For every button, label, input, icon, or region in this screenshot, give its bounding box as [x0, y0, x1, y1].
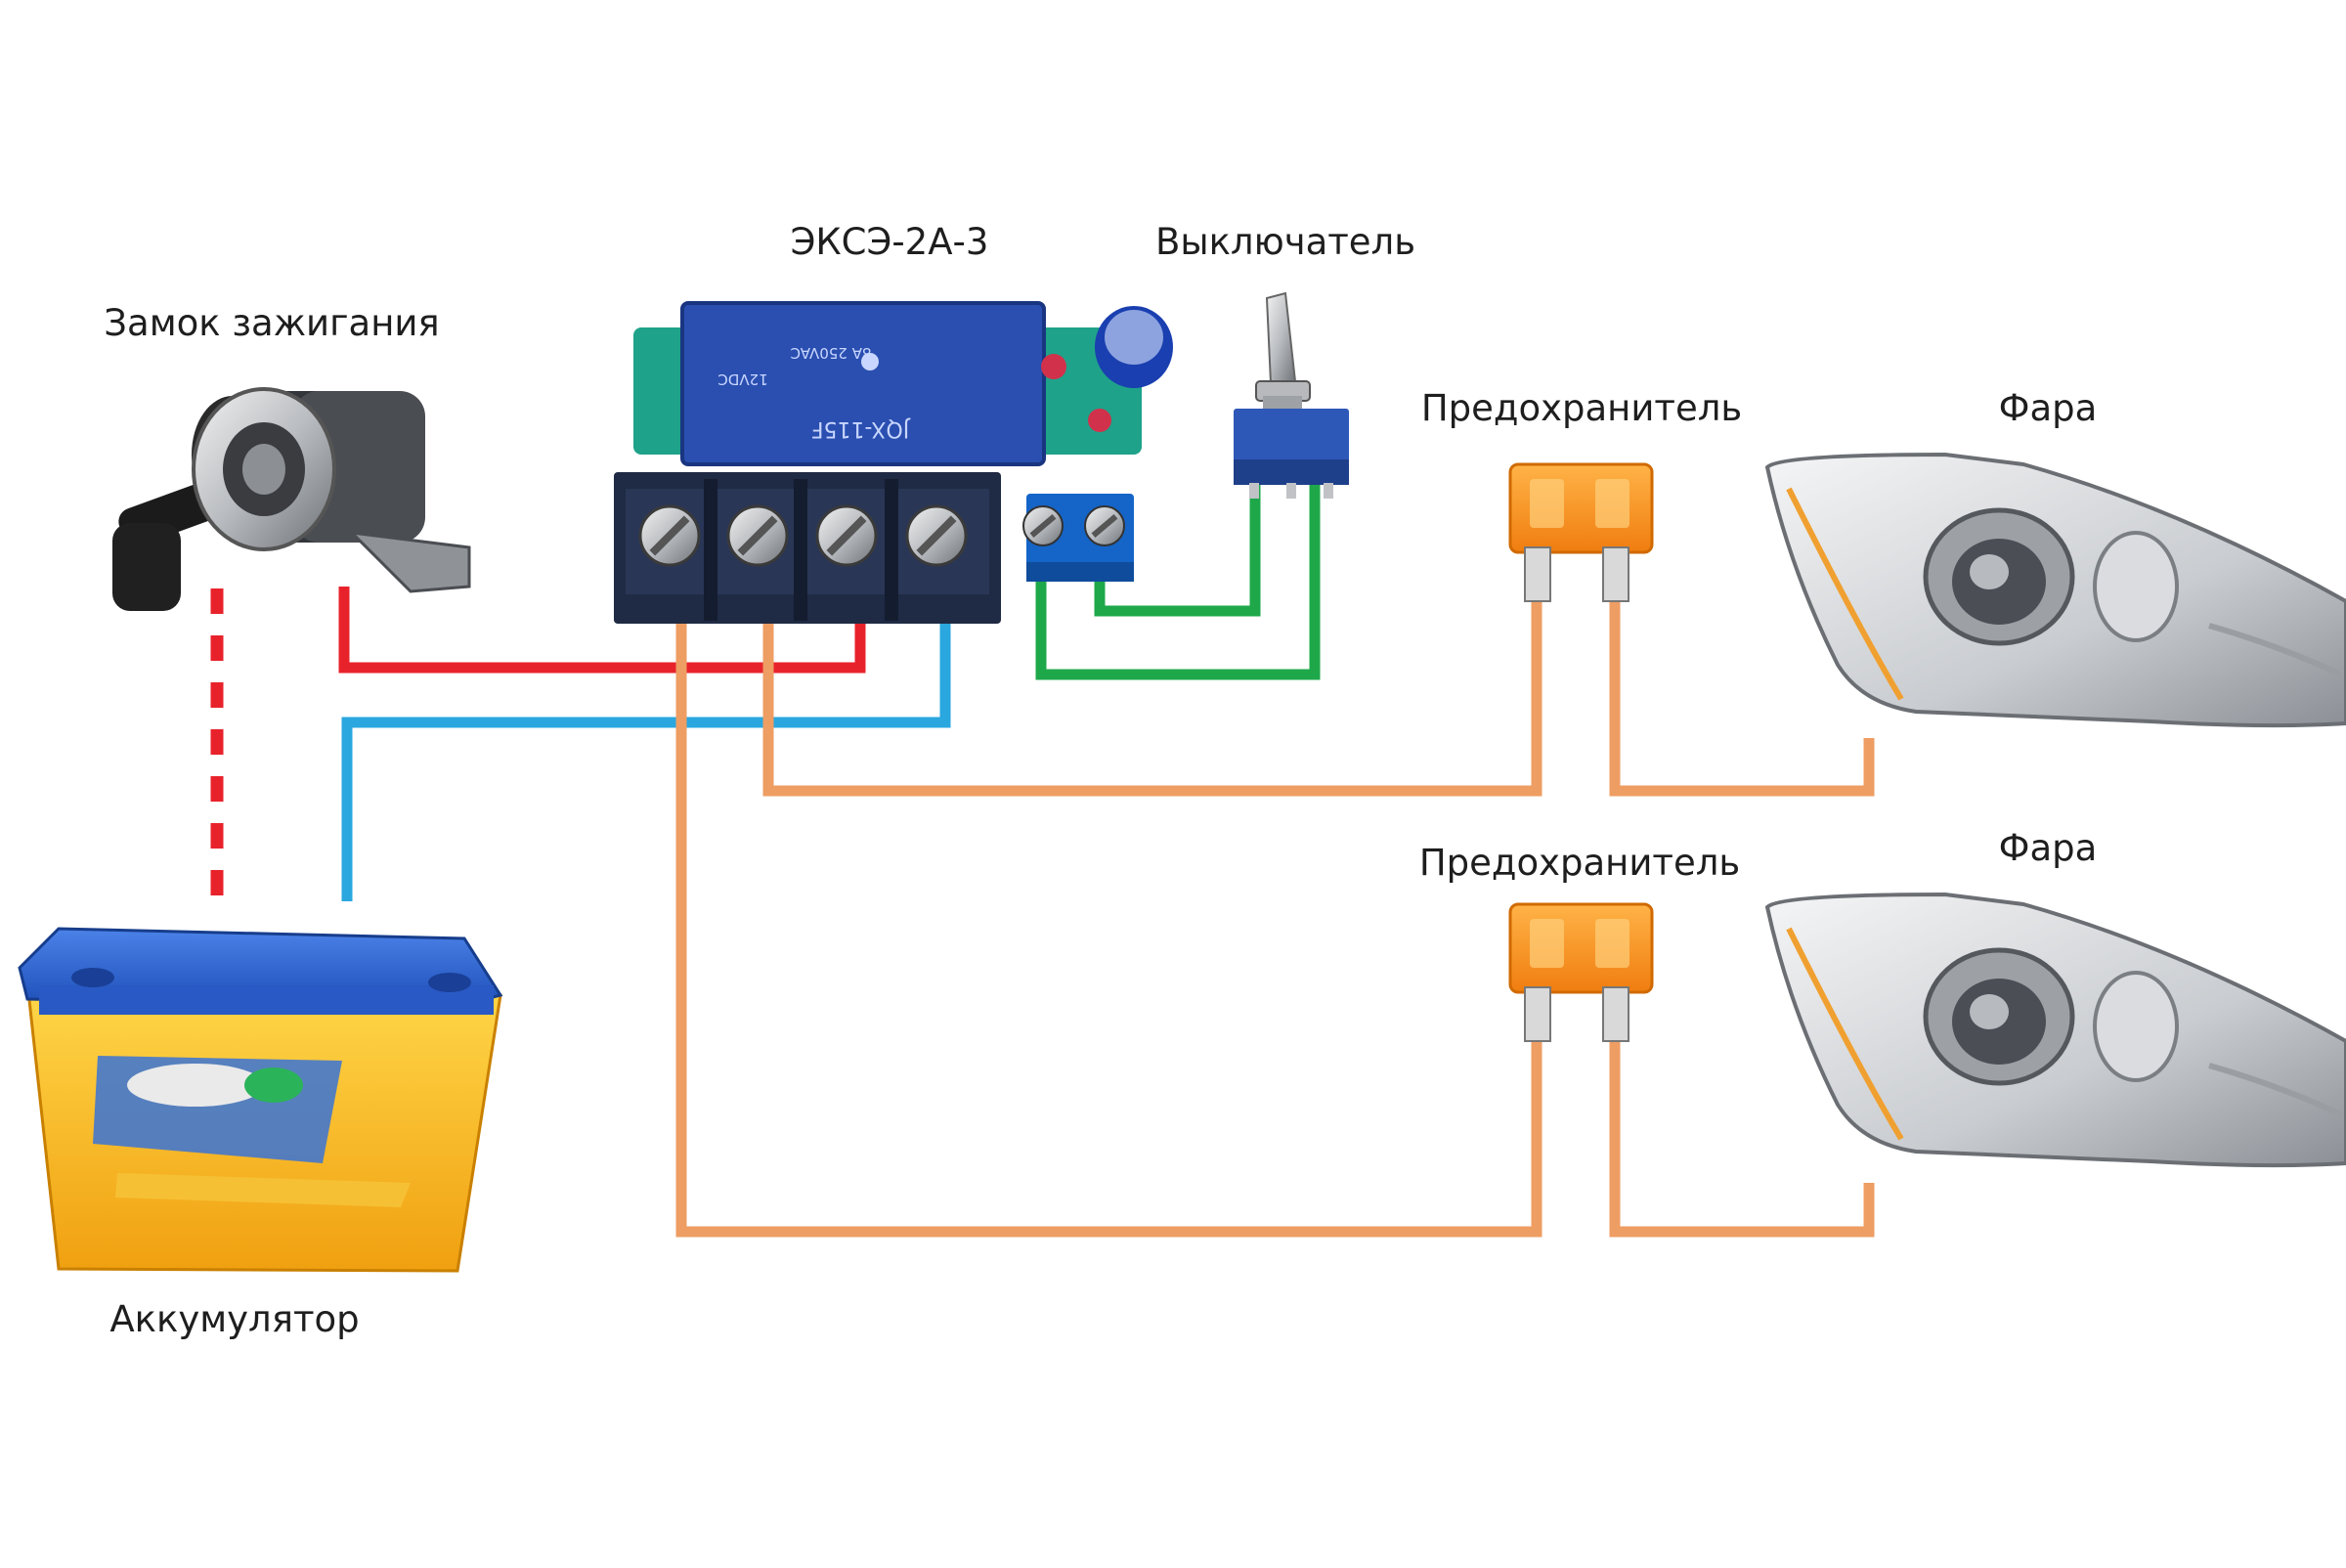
wire-load-orange-bottom	[675, 553, 1542, 1238]
relay-screw-1	[638, 504, 701, 567]
relay-model-marking: JQX-115F	[811, 416, 911, 441]
label-battery: Аккумулятор	[109, 1298, 359, 1340]
label-headlight-top: Фара	[1999, 387, 2098, 429]
wire-load-orange-top	[762, 553, 1542, 797]
label-fuse-bottom: Предохранитель	[1419, 842, 1740, 884]
label-fuse-top: Предохранитель	[1421, 387, 1742, 429]
relay-screw-3	[815, 504, 878, 567]
wire-fuse-lamp-top	[1609, 596, 1875, 797]
fuse-top-icon	[1508, 462, 1654, 602]
wire-fuse-lamp-bottom	[1609, 1036, 1875, 1238]
wires	[210, 484, 1875, 1238]
label-switch: Выключатель	[1155, 221, 1415, 263]
relay-voltage-marking: 12VDC	[717, 370, 767, 388]
label-ignition: Замок зажигания	[104, 302, 439, 344]
wire-battery-blue	[341, 554, 951, 901]
label-headlight-bottom: Фара	[1999, 827, 2098, 869]
ignition-lock-icon	[112, 387, 471, 611]
relay-screw-4	[905, 504, 968, 567]
fuse-bottom-icon	[1508, 902, 1654, 1042]
wire-switch-green-outer	[1035, 484, 1321, 680]
relay-module-icon: JQX-115F 8A 250VAC 12VDC	[614, 301, 1173, 624]
toggle-switch-icon	[1234, 291, 1349, 499]
headlight-bottom-icon	[1764, 892, 2346, 1168]
label-relay: ЭКСЭ-2А-3	[791, 221, 989, 263]
headlight-top-icon	[1764, 452, 2346, 728]
relay-rating-marking: 8A 250VAC	[791, 344, 872, 362]
battery-icon	[18, 927, 503, 1273]
relay-screw-2	[726, 504, 789, 567]
